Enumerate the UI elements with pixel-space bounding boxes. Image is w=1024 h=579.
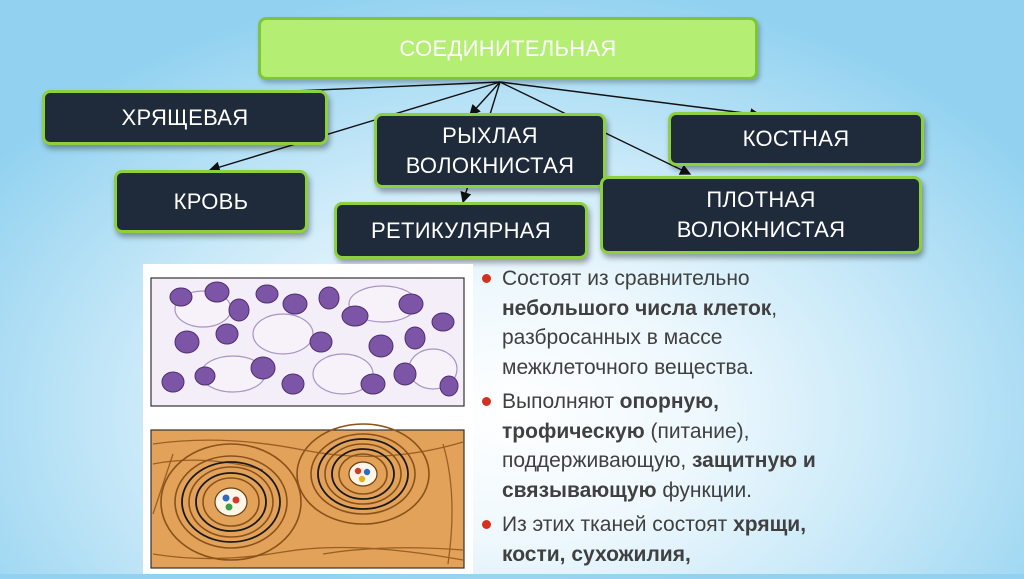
node-reticular-label: РЕТИКУЛЯРНАЯ [371, 217, 551, 243]
bullet-2-text-b: опорную, трофическую [502, 390, 719, 443]
bullet-1-text-a: Состоят из сравнительно [502, 267, 750, 290]
bullet-3-text-a: Из этих тканей состоят [502, 513, 734, 536]
bullet-item-3: Из этих тканей состоят хрящи, кости, сух… [478, 510, 824, 569]
link-to-bone [499, 81, 762, 120]
bullet-marker [482, 274, 491, 283]
node-loose-fibrous: РЫХЛАЯ ВОЛОКНИСТАЯ [374, 113, 606, 188]
link-to-blood [208, 81, 501, 173]
node-reticular: РЕТИКУЛЯРНАЯ [334, 202, 588, 259]
bullet-2-text-d: защитную и связывающую [502, 449, 816, 502]
node-dense-fibrous: ПЛОТНАЯ ВОЛОКНИСТАЯ [600, 176, 922, 254]
node-cartilage-label: ХРЯЩЕВАЯ [121, 104, 249, 130]
bullet-item-1: Состоят из сравнительно небольшого числа… [478, 264, 824, 382]
bullet-1-text-b: небольшого числа клеток [502, 296, 772, 320]
node-bone-label: КОСТНАЯ [742, 126, 850, 151]
bullet-1-text-c: , разбросанных в массе межклеточного вещ… [502, 296, 778, 379]
bullet-2-text-a: Выполняют [502, 390, 620, 413]
node-dense-label: ПЛОТНАЯ ВОЛОКНИСТАЯ [676, 187, 846, 242]
node-loose-label: РЫХЛАЯ ВОЛОКНИСТАЯ [405, 122, 575, 178]
bullet-3-text-b: хрящи, кости, сухожилия, [502, 513, 807, 566]
node-bone: КОСТНАЯ [668, 112, 924, 166]
node-cartilage: ХРЯЩЕВАЯ [42, 90, 328, 145]
bullet-item-2: Выполняют опорную, трофическую (питание)… [478, 387, 824, 505]
bullet-2-text-e: функции. [656, 478, 753, 502]
node-blood-label: КРОВЬ [173, 188, 249, 214]
bone-tissue-image [150, 423, 465, 569]
root-node-connective: СОЕДИНИТЕЛЬНАЯ [258, 17, 758, 80]
node-blood: КРОВЬ [114, 170, 308, 233]
description-list: Состоят из сравнительно небольшого числа… [478, 264, 824, 574]
blood-tissue-image [150, 277, 465, 407]
bullet-2-text-c: (питание), поддерживающую, [502, 419, 750, 473]
bullet-marker [482, 397, 491, 406]
tissue-illustrations [143, 264, 473, 574]
bullet-marker [482, 520, 491, 529]
root-label: СОЕДИНИТЕЛЬНАЯ [399, 35, 617, 61]
link-to-loose [469, 81, 501, 117]
